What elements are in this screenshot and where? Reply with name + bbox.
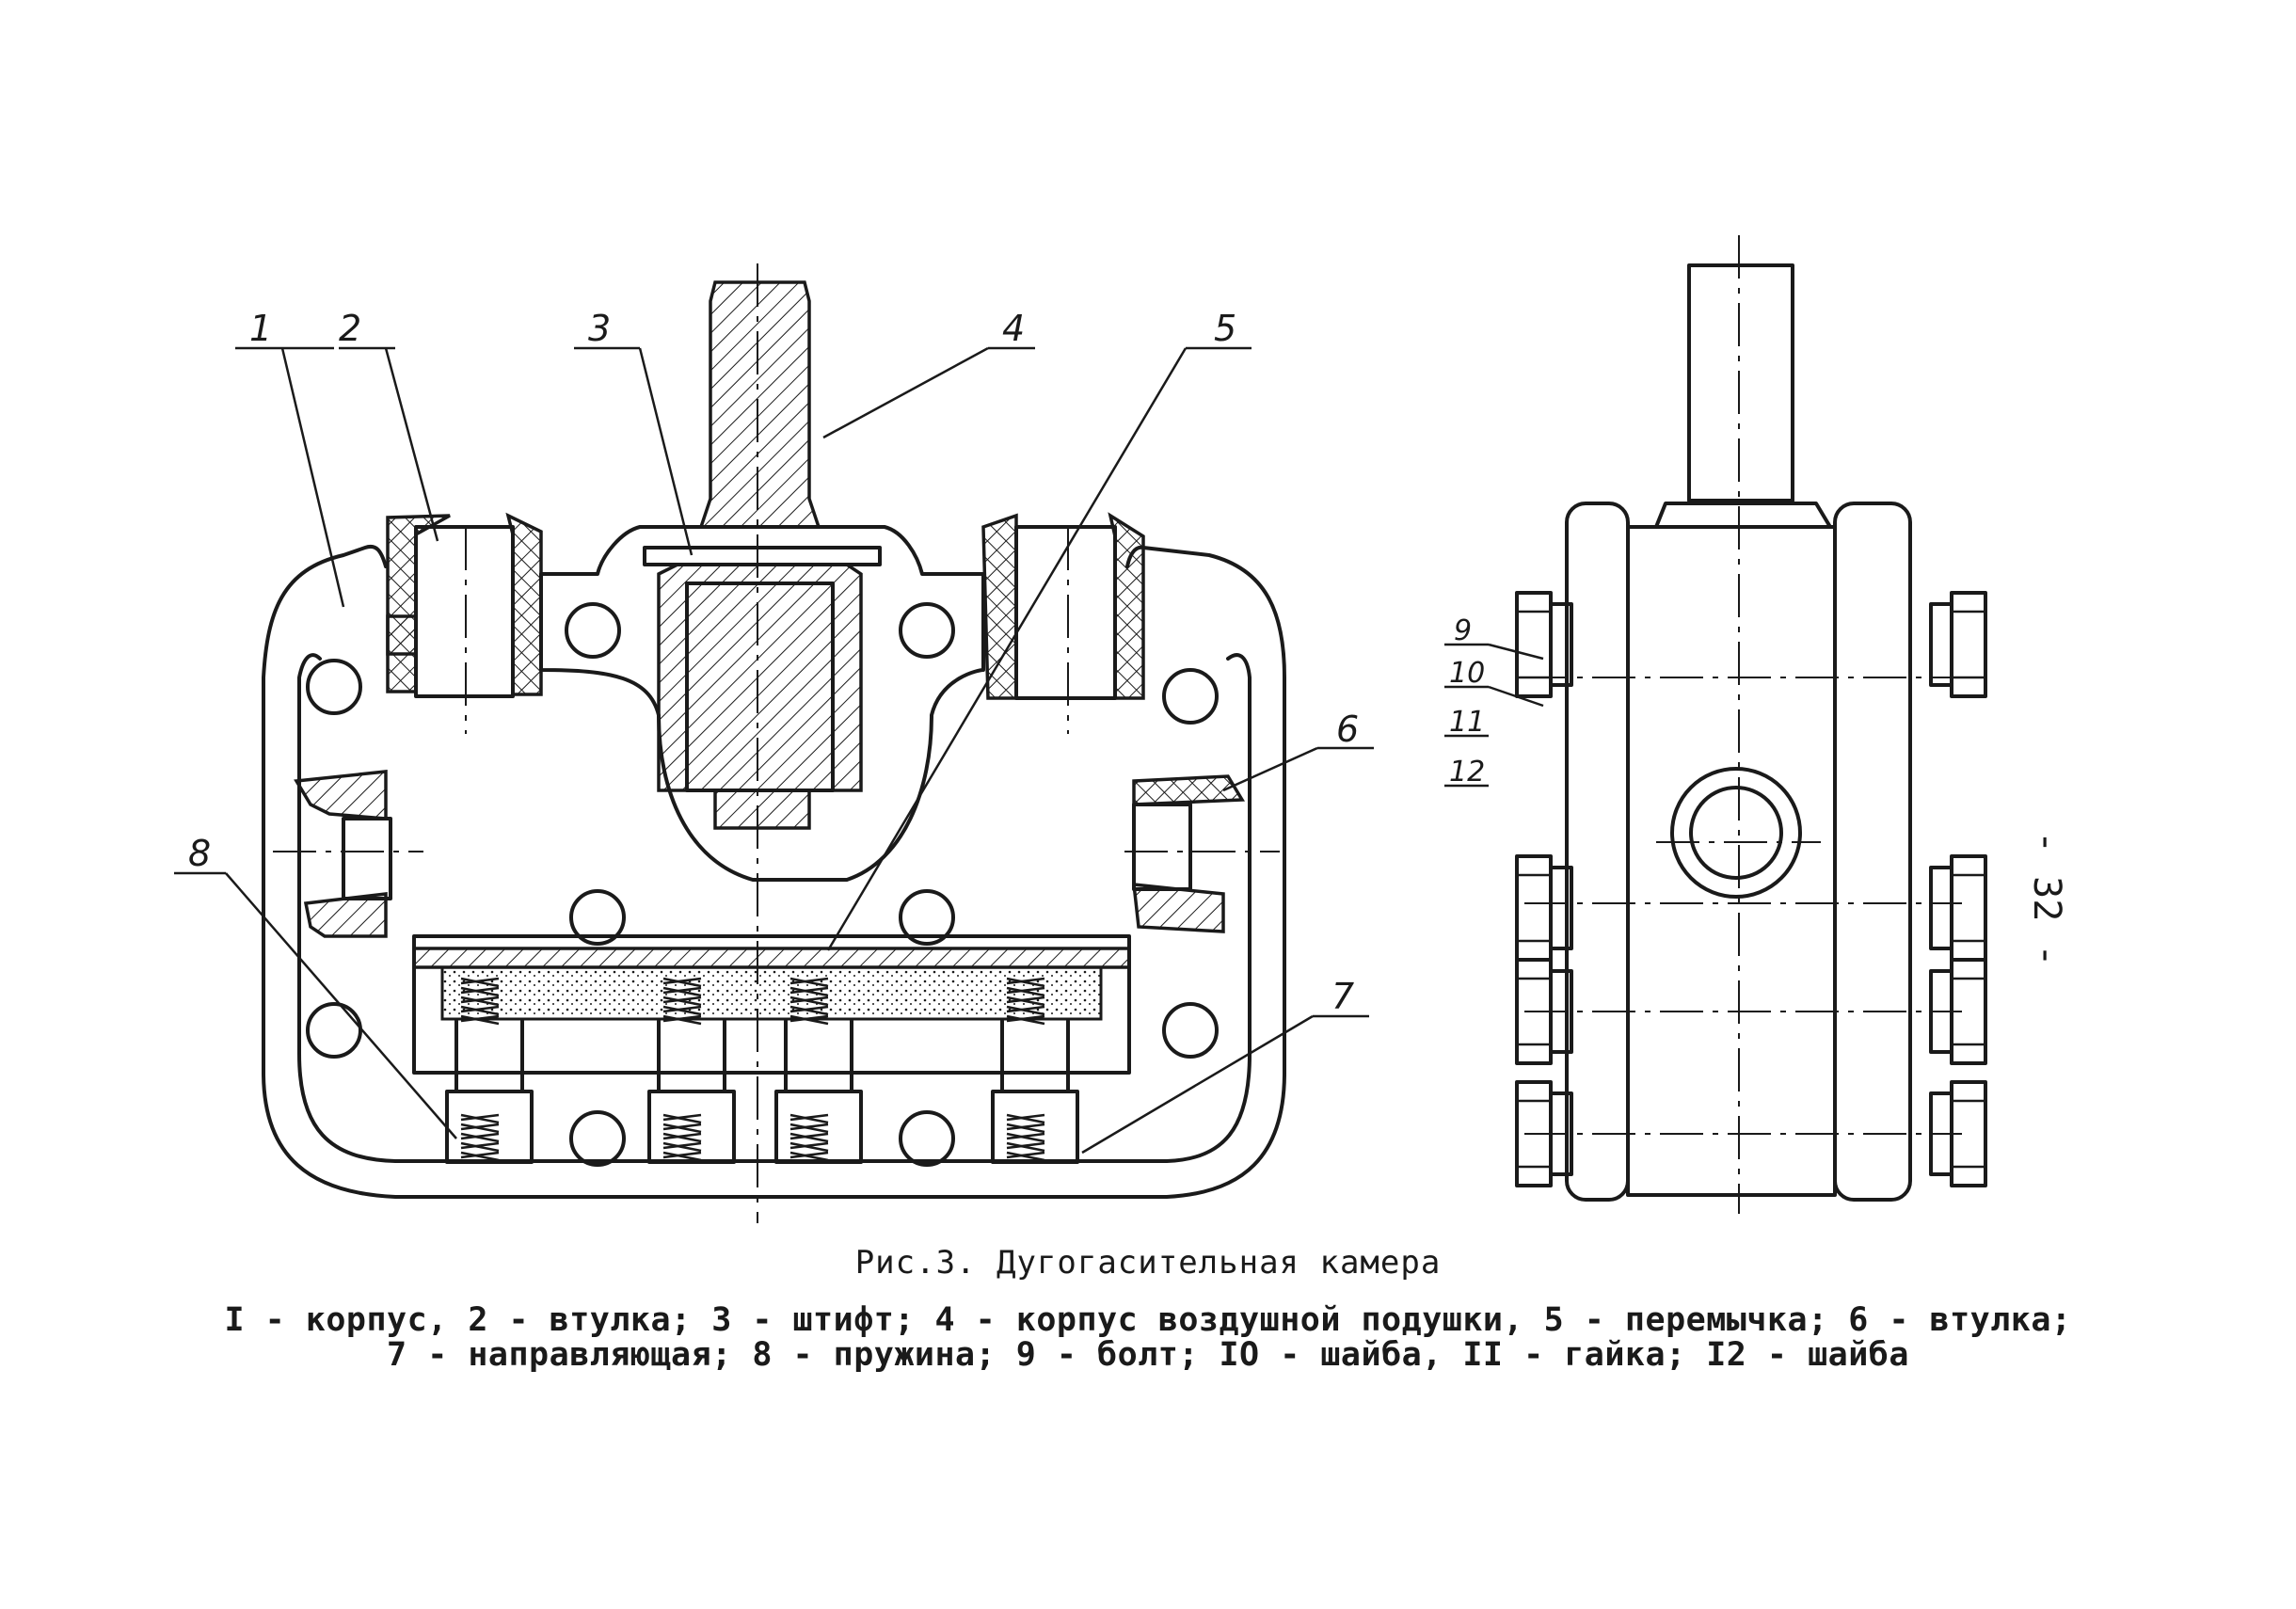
figure-title: Рис.3. Дугогасительная камера xyxy=(854,1244,1442,1282)
side-bushing-left-2 xyxy=(303,892,388,938)
side-boss-outer xyxy=(1670,767,1802,899)
legend-line-2: 7 - направляющая; 8 - пружина; 9 - болт;… xyxy=(387,1336,1909,1374)
side-rod xyxy=(1687,263,1794,502)
air-cushion-rod xyxy=(698,280,821,529)
side-body xyxy=(1626,525,1837,1197)
bushing-left-flange xyxy=(386,614,418,656)
side-plate-right xyxy=(1833,502,1912,1202)
insert-cavity xyxy=(685,581,835,792)
jumper-5 xyxy=(412,947,1131,969)
callout-4: 4 xyxy=(1002,308,1025,349)
callout-11: 11 xyxy=(1449,706,1485,739)
callout-8: 8 xyxy=(188,833,211,874)
side-axes xyxy=(1524,235,1962,1214)
side-bolts-right xyxy=(1929,591,1987,1187)
bolt-holes xyxy=(306,602,1219,1167)
side-top-cap xyxy=(1654,502,1832,529)
legend-line-1: I - корпус, 2 - втулка; 3 - штифт; 4 - к… xyxy=(224,1301,2072,1339)
callout-10: 10 xyxy=(1449,657,1485,690)
side-leaders xyxy=(1444,643,1544,788)
side-boss-inner xyxy=(1689,786,1783,880)
callout-12: 12 xyxy=(1449,756,1485,789)
bushing-left-bore xyxy=(414,525,515,698)
bushing-right xyxy=(981,513,1018,700)
side-tube-left xyxy=(342,817,392,900)
pin-3 xyxy=(643,546,882,566)
page-number: - 32 - xyxy=(2025,831,2068,967)
side-bolts-left xyxy=(1515,591,1573,1187)
side-tube-right xyxy=(1132,803,1192,891)
front-axes xyxy=(273,263,1280,1223)
callout-3: 3 xyxy=(588,308,611,349)
callout-2: 2 xyxy=(339,308,361,349)
callout-5: 5 xyxy=(1214,308,1236,349)
bushing-right-bore xyxy=(1014,525,1117,700)
side-bushing-left xyxy=(294,770,388,820)
callout-7: 7 xyxy=(1331,976,1354,1017)
callout-6: 6 xyxy=(1336,709,1359,750)
callout-9: 9 xyxy=(1454,614,1472,647)
side-plate-left xyxy=(1565,502,1630,1202)
side-bushing-right-2 xyxy=(1132,883,1225,933)
side-bushing-right xyxy=(1132,774,1246,806)
callout-1: 1 xyxy=(249,308,272,349)
front-view: 1 2 3 4 5 6 7 8 xyxy=(174,263,1374,1223)
side-view: 9 10 11 12 xyxy=(1444,235,1987,1214)
leader-lines xyxy=(174,346,1374,1155)
guide-plate xyxy=(440,965,1103,1021)
lower-chamber xyxy=(412,934,1131,1075)
bushing-left xyxy=(386,514,451,693)
housing-outline xyxy=(262,545,1286,1199)
